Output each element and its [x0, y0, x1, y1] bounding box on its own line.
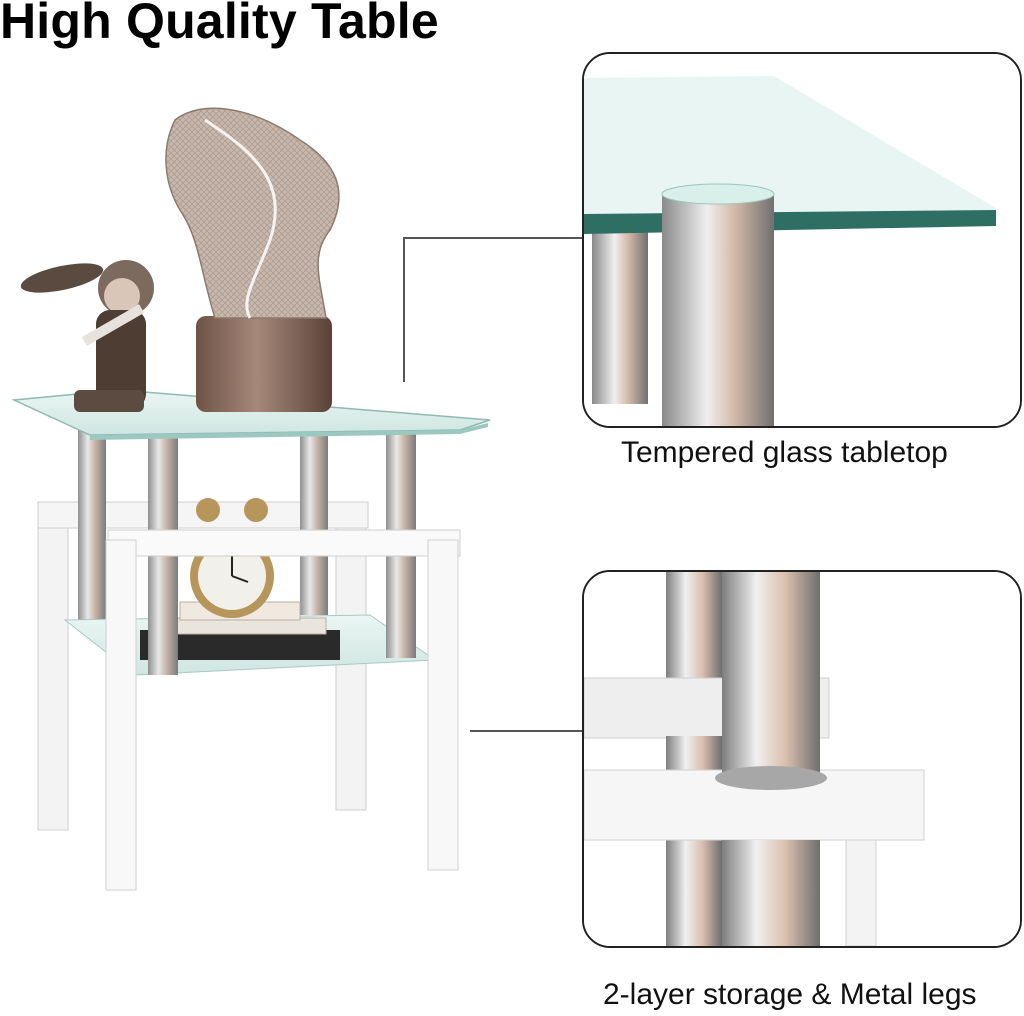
callout-line-top-horizontal	[403, 237, 583, 239]
metal-legs-closeup-icon	[584, 572, 1020, 946]
side-table-illustration	[11, 107, 491, 891]
caption-storage-metal-legs: 2-layer storage & Metal legs	[603, 978, 977, 1011]
inset-glass-tabletop	[582, 52, 1022, 428]
front-frame	[105, 529, 461, 891]
back-right-chrome-leg	[300, 430, 328, 615]
headline: High Quality Table	[0, 0, 439, 49]
callout-line-top-vertical	[403, 237, 405, 382]
caption-tempered-glass: Tempered glass tabletop	[621, 436, 948, 469]
doll-figure	[20, 260, 154, 412]
inset-metal-legs	[582, 570, 1022, 948]
sculpture-base	[196, 316, 332, 412]
glass-tabletop-closeup-icon	[584, 54, 1020, 426]
callout-line-bottom	[470, 730, 583, 732]
back-left-chrome-leg	[78, 430, 106, 625]
